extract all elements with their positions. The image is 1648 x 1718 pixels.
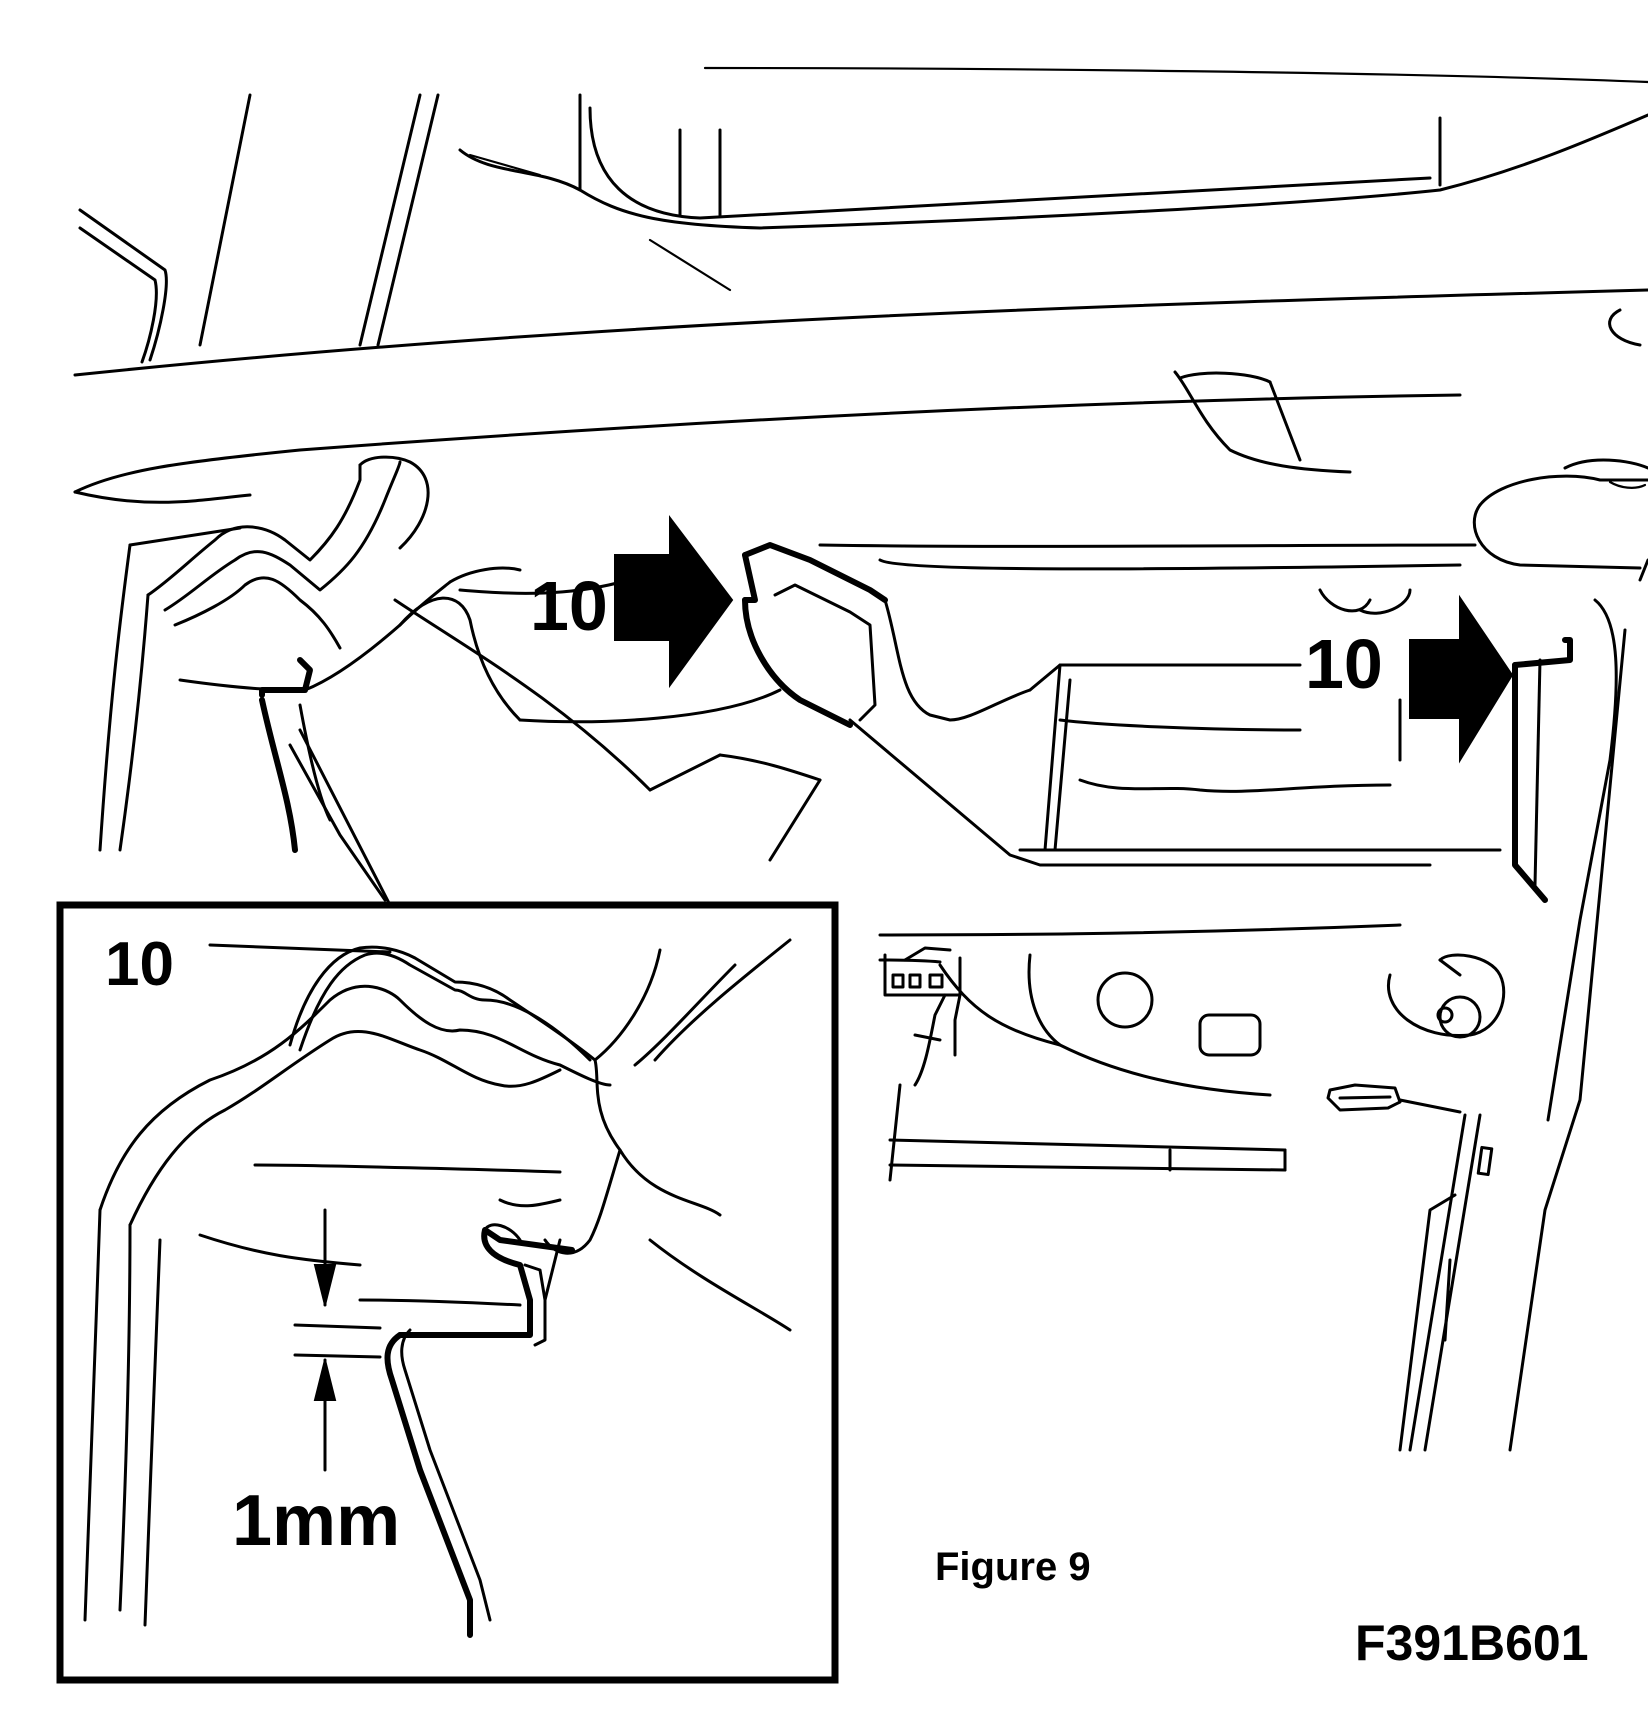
detail-inset: [56, 901, 839, 1684]
center-bracket: [393, 542, 1432, 867]
callout-label-left: 10: [530, 567, 608, 645]
right-housing: [1018, 558, 1648, 1452]
dashboard-structure: [73, 66, 1648, 571]
arrow-right: [1409, 594, 1514, 764]
callout-label-right: 10: [1305, 625, 1383, 703]
arrow-left: [614, 515, 734, 689]
inset-callout-label: 10: [105, 930, 174, 999]
figure-caption: Figure 9: [935, 1545, 1091, 1589]
lower-assembly: [878, 923, 1506, 1182]
drawing-code: F391B601: [1355, 1615, 1589, 1671]
gap-dimension-label: 1mm: [232, 1481, 400, 1561]
left-bracket: [98, 455, 452, 907]
